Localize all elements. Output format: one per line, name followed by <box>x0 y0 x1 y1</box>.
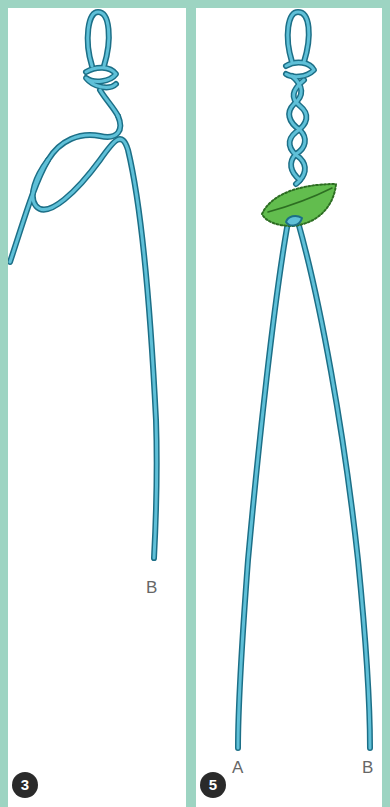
step-panel <box>196 8 382 807</box>
strand-label: A <box>232 758 243 778</box>
strand-label: B <box>362 758 373 778</box>
step-number: 5 <box>200 772 226 798</box>
strand-label: B <box>146 578 157 598</box>
step-panel <box>8 8 186 807</box>
step-number: 3 <box>12 772 38 798</box>
